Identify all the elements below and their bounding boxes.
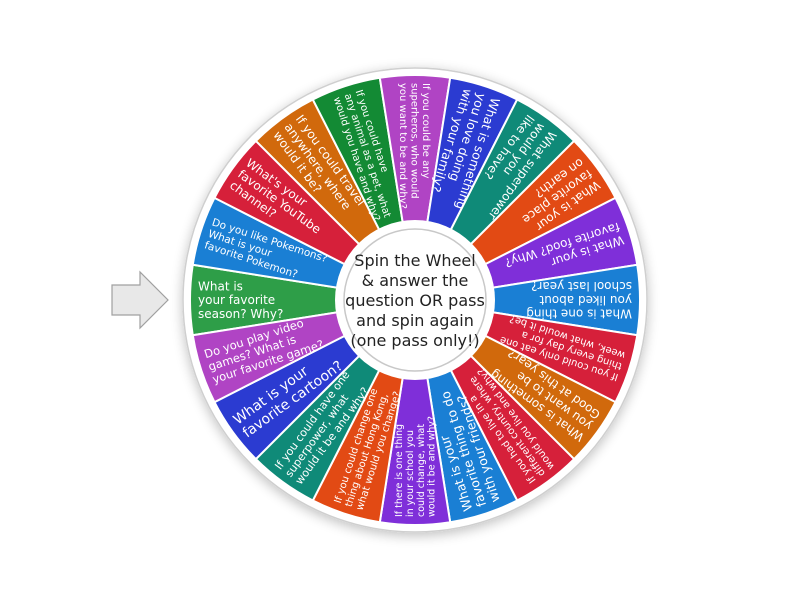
segment-question-line: What is bbox=[198, 279, 243, 293]
instructions-line: (one pass only!) bbox=[350, 331, 479, 350]
segment-question-line: you want to be and why? bbox=[397, 83, 408, 209]
segment-question-line: What is one thing bbox=[526, 307, 632, 321]
instructions-line: question OR pass bbox=[345, 291, 485, 310]
segment-question-text: If there is one thingin your school youc… bbox=[394, 416, 438, 517]
segment-question-line: you liked about bbox=[539, 293, 632, 307]
segment-question-line: could change, what bbox=[416, 424, 427, 517]
instructions-line: Spin the Wheel bbox=[354, 251, 475, 270]
segment-question-text: What is one thingyou liked aboutschool l… bbox=[526, 279, 632, 321]
segment-question-text: If you could be anysuperheros, who would… bbox=[397, 83, 431, 209]
wheel-hub[interactable] bbox=[343, 228, 487, 372]
arrow-right-icon bbox=[111, 270, 169, 330]
segment-question-line: in your school you bbox=[405, 430, 416, 517]
segment-question-line: If there is one thing bbox=[394, 424, 405, 517]
segment-question-line: superheros, who would bbox=[409, 83, 420, 199]
segment-question-line: would it be and why? bbox=[427, 416, 438, 517]
segment-question-line: school last year? bbox=[531, 279, 632, 293]
segment-question-line: season? Why? bbox=[198, 307, 283, 321]
segment-question-line: If you could be any bbox=[420, 83, 431, 179]
instructions-line: & answer the bbox=[362, 271, 469, 290]
segment-question-line: your favorite bbox=[198, 293, 275, 307]
instructions-line: and spin again bbox=[356, 311, 474, 330]
